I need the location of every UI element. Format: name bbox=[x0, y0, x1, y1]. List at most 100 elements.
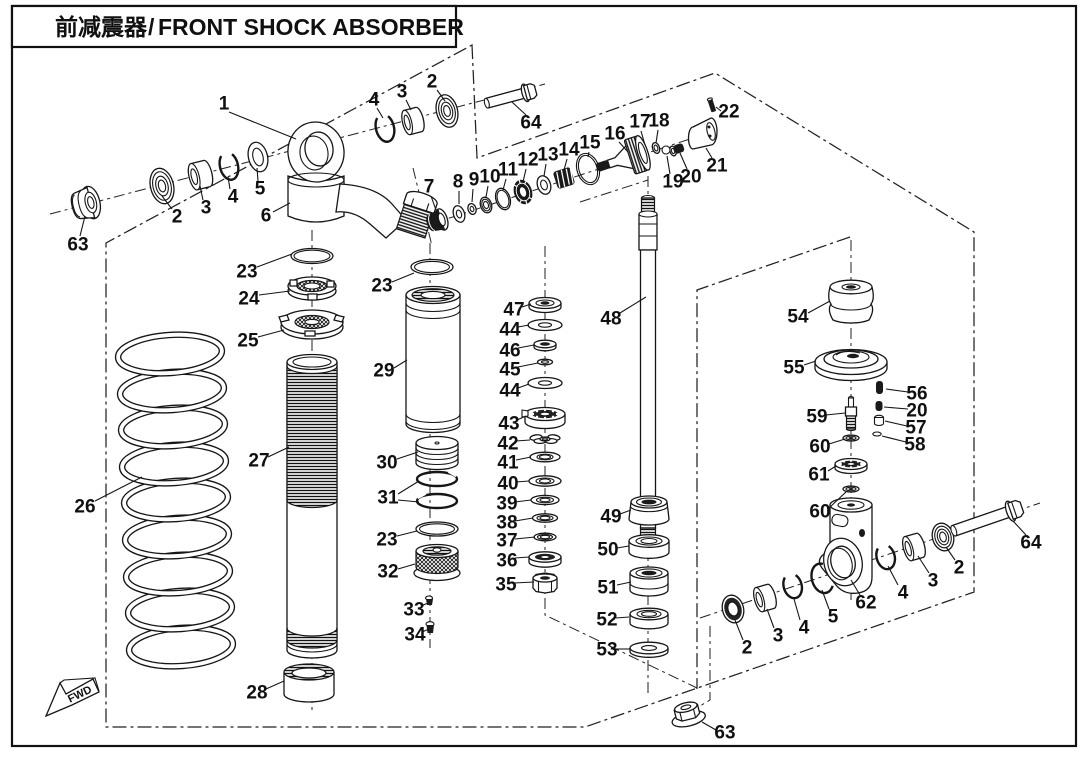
part-number-label: 25 bbox=[237, 331, 259, 352]
leader-line bbox=[715, 106, 722, 112]
part-51-spacer bbox=[629, 566, 669, 597]
leader-line bbox=[522, 168, 527, 183]
part-16-piston-assembly bbox=[596, 135, 651, 175]
part-19-ball bbox=[661, 145, 671, 155]
part-number-label: 51 bbox=[597, 578, 619, 599]
leader-line bbox=[825, 412, 846, 416]
part-number-label: 48 bbox=[600, 309, 621, 330]
leader-line bbox=[517, 383, 530, 389]
leader-line bbox=[887, 565, 899, 586]
part-number-label: 53 bbox=[596, 640, 617, 661]
part-56-pellet bbox=[876, 381, 883, 394]
part-number-label: 44 bbox=[499, 320, 521, 341]
bump-stop-stack bbox=[628, 495, 670, 658]
part-45-ring bbox=[536, 358, 554, 366]
part-number-label: 23 bbox=[371, 276, 392, 297]
part-11-ring bbox=[494, 187, 512, 211]
part-number-label: 4 bbox=[228, 187, 239, 208]
part-12-castle-nut bbox=[512, 179, 534, 205]
part-26-coil-spring bbox=[114, 331, 237, 670]
part-2-seal-left bbox=[149, 167, 175, 205]
part-39-washer bbox=[530, 494, 560, 506]
leader-line bbox=[516, 415, 527, 421]
part-number-label: 15 bbox=[579, 133, 601, 154]
part-23-oring-reservoir-top bbox=[410, 258, 454, 276]
part-number-label: 26 bbox=[74, 497, 95, 518]
part-number-label: 2 bbox=[427, 72, 438, 93]
leader-line bbox=[1012, 520, 1027, 536]
leader-line bbox=[917, 555, 930, 574]
part-number-label: 63 bbox=[67, 235, 88, 256]
part-number-label: 1 bbox=[219, 94, 230, 115]
leader-line bbox=[514, 517, 534, 522]
part-number-label: 4 bbox=[799, 618, 810, 639]
leader-line bbox=[945, 546, 956, 561]
leader-line bbox=[543, 163, 547, 177]
part-number-label: 50 bbox=[597, 540, 618, 561]
leader-line bbox=[391, 272, 415, 283]
leader-line bbox=[513, 581, 535, 584]
leader-line bbox=[227, 176, 231, 190]
part-24-lock-nut bbox=[287, 276, 337, 301]
part-42-star-washer bbox=[529, 434, 561, 445]
part-2-seal-top bbox=[435, 94, 459, 128]
part-number-label: 16 bbox=[604, 124, 625, 145]
part-64-bolt-top bbox=[483, 83, 538, 109]
leader-line bbox=[376, 107, 384, 119]
leader-line bbox=[161, 195, 173, 210]
part-10-washer bbox=[479, 196, 493, 214]
part-21-cap bbox=[687, 117, 718, 150]
part-60-washer-lower bbox=[842, 485, 860, 493]
part-6-shock-eye-mount bbox=[287, 121, 438, 239]
leader-line bbox=[850, 579, 861, 596]
part-number-label: 46 bbox=[499, 341, 520, 362]
right-assembly bbox=[671, 279, 1025, 728]
part-40-washer bbox=[528, 475, 562, 487]
leader-line bbox=[563, 158, 568, 171]
leader-line bbox=[514, 499, 532, 503]
part-number-label: 59 bbox=[806, 407, 827, 428]
part-43-piston bbox=[521, 406, 566, 430]
leader-line bbox=[502, 178, 507, 191]
part-20-pellet-top bbox=[673, 143, 685, 154]
leader-line bbox=[734, 619, 744, 641]
part-number-label: 17 bbox=[629, 112, 650, 133]
leader-line bbox=[828, 491, 847, 509]
part-37-washer bbox=[533, 532, 557, 542]
leader-line bbox=[514, 536, 536, 540]
leader-line bbox=[515, 480, 530, 483]
part-53-washer bbox=[629, 641, 669, 658]
part-61-bearing bbox=[834, 457, 868, 475]
leader-line bbox=[883, 406, 909, 410]
leader-line bbox=[515, 439, 531, 442]
part-number-label: 2 bbox=[742, 638, 753, 659]
leader-line bbox=[514, 556, 530, 559]
part-number-label: 18 bbox=[648, 111, 669, 132]
part-35-hex-nut bbox=[532, 572, 558, 594]
part-number-label: 5 bbox=[255, 179, 266, 200]
part-62-clevis bbox=[818, 497, 873, 594]
part-number-label: 8 bbox=[453, 172, 464, 193]
part-number-label: 12 bbox=[517, 150, 538, 171]
part-54-bump-rubber bbox=[828, 279, 874, 324]
leader-line bbox=[485, 185, 489, 198]
leader-line bbox=[396, 530, 418, 537]
part-59-adjuster-screw bbox=[844, 396, 858, 432]
part-number-label: 64 bbox=[520, 113, 542, 134]
leader-line bbox=[79, 215, 86, 237]
part-38-washer bbox=[531, 513, 559, 523]
part-number-label: 57 bbox=[905, 418, 926, 439]
part-number-label: 31 bbox=[377, 488, 399, 509]
part-3-bushing-right1 bbox=[753, 583, 777, 613]
part-31-snap-rings bbox=[415, 468, 459, 510]
part-number-label: 32 bbox=[377, 562, 398, 583]
part-13-washer bbox=[536, 175, 552, 195]
part-number-label: 2 bbox=[954, 558, 965, 579]
leader-line bbox=[256, 253, 293, 268]
part-number-label: 43 bbox=[498, 414, 519, 435]
part-number-label: 36 bbox=[496, 551, 517, 572]
leader-line bbox=[517, 362, 539, 368]
part-number-label: 44 bbox=[499, 381, 521, 402]
part-14-spring-small bbox=[553, 167, 575, 189]
